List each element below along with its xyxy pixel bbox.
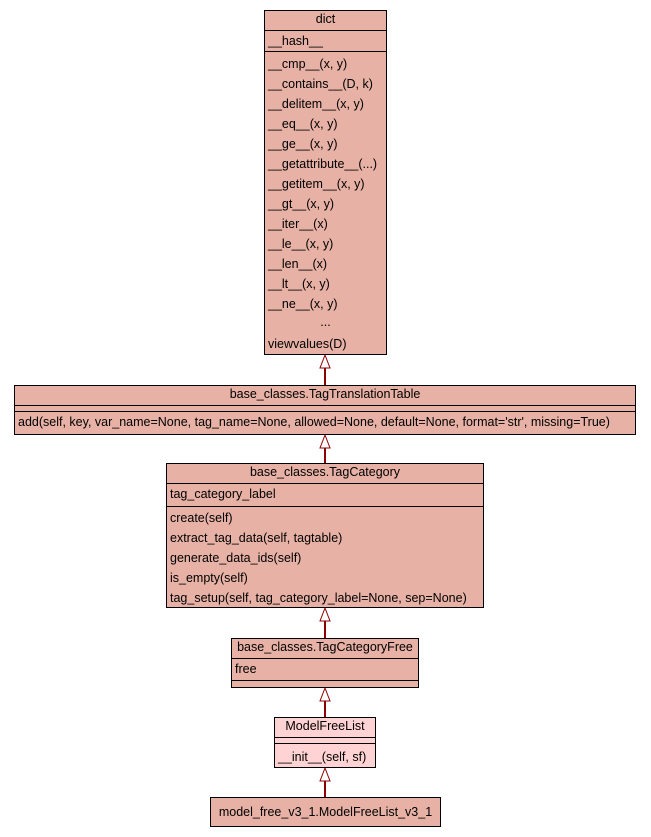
method: __cmp__(x, y) (268, 57, 348, 71)
arrowhead-modelfreelist (319, 766, 331, 782)
method: __contains__(D, k) (268, 77, 373, 91)
arrowhead-tagcategoryfree (319, 686, 331, 702)
method: generate_data_ids(self) (170, 551, 302, 565)
method: __le__(x, y) (268, 237, 334, 251)
method: __getattribute__(...) (268, 157, 378, 171)
class-name: base_classes.TagTranslationTable (15, 386, 635, 406)
attribute-list: tag_category_label (167, 484, 483, 507)
method: __init__(self, sf) (278, 750, 367, 764)
method: viewvalues(D) (268, 337, 347, 351)
method: __iter__(x) (268, 217, 328, 231)
arrowhead-dict (319, 353, 331, 369)
method: __gt__(x, y) (268, 197, 335, 211)
method: extract_tag_data(self, tagtable) (170, 531, 343, 545)
method: __ne__(x, y) (268, 297, 338, 311)
method-list (232, 681, 418, 686)
attribute: tag_category_label (170, 487, 276, 501)
class-tag-translation-table[interactable]: base_classes.TagTranslationTable add(sel… (14, 385, 636, 435)
class-name: base_classes.TagCategoryFree (232, 639, 418, 659)
method: create(self) (170, 511, 233, 525)
class-name: dict (265, 11, 386, 31)
class-name: ModelFreeList (275, 718, 375, 738)
method: __ge__(x, y) (268, 137, 338, 151)
class-model-free-list-v3-1[interactable]: model_free_v3_1.ModelFreeList_v3_1 (210, 797, 441, 827)
class-tag-category-free[interactable]: base_classes.TagCategoryFree free (231, 638, 419, 688)
attribute-list: __hash__ (265, 31, 386, 52)
class-model-free-list[interactable]: ModelFreeList __init__(self, sf) (274, 717, 376, 768)
method: __getitem__(x, y) (268, 177, 365, 191)
class-dict[interactable]: dict __hash__ __cmp__(x, y) __contains__… (264, 10, 387, 355)
method: __eq__(x, y) (268, 117, 338, 131)
method-list: __cmp__(x, y) __contains__(D, k) __delit… (265, 52, 386, 354)
class-name: base_classes.TagCategory (167, 464, 483, 484)
attribute-list: free (232, 659, 418, 681)
attribute-list (15, 406, 635, 412)
method: __delitem__(x, y) (268, 97, 364, 111)
arrowhead-tagcategory (319, 606, 331, 622)
method-list: add(self, key, var_name=None, tag_name=N… (15, 412, 635, 432)
method: __len__(x) (268, 257, 328, 271)
class-name: model_free_v3_1.ModelFreeList_v3_1 (218, 805, 433, 819)
method: tag_setup(self, tag_category_label=None,… (170, 591, 467, 605)
method-list: create(self) extract_tag_data(self, tagt… (167, 507, 483, 608)
attribute: __hash__ (268, 34, 323, 48)
method-ellipsis: ... (320, 315, 331, 329)
method: __lt__(x, y) (268, 277, 330, 291)
method: is_empty(self) (170, 571, 248, 585)
method: add(self, key, var_name=None, tag_name=N… (18, 415, 610, 429)
attribute: free (235, 662, 257, 676)
class-tag-category[interactable]: base_classes.TagCategory tag_category_la… (166, 463, 484, 608)
arrowhead-tagtranslationtable (319, 433, 331, 449)
method-list: __init__(self, sf) (275, 744, 375, 767)
attribute-list (275, 738, 375, 744)
